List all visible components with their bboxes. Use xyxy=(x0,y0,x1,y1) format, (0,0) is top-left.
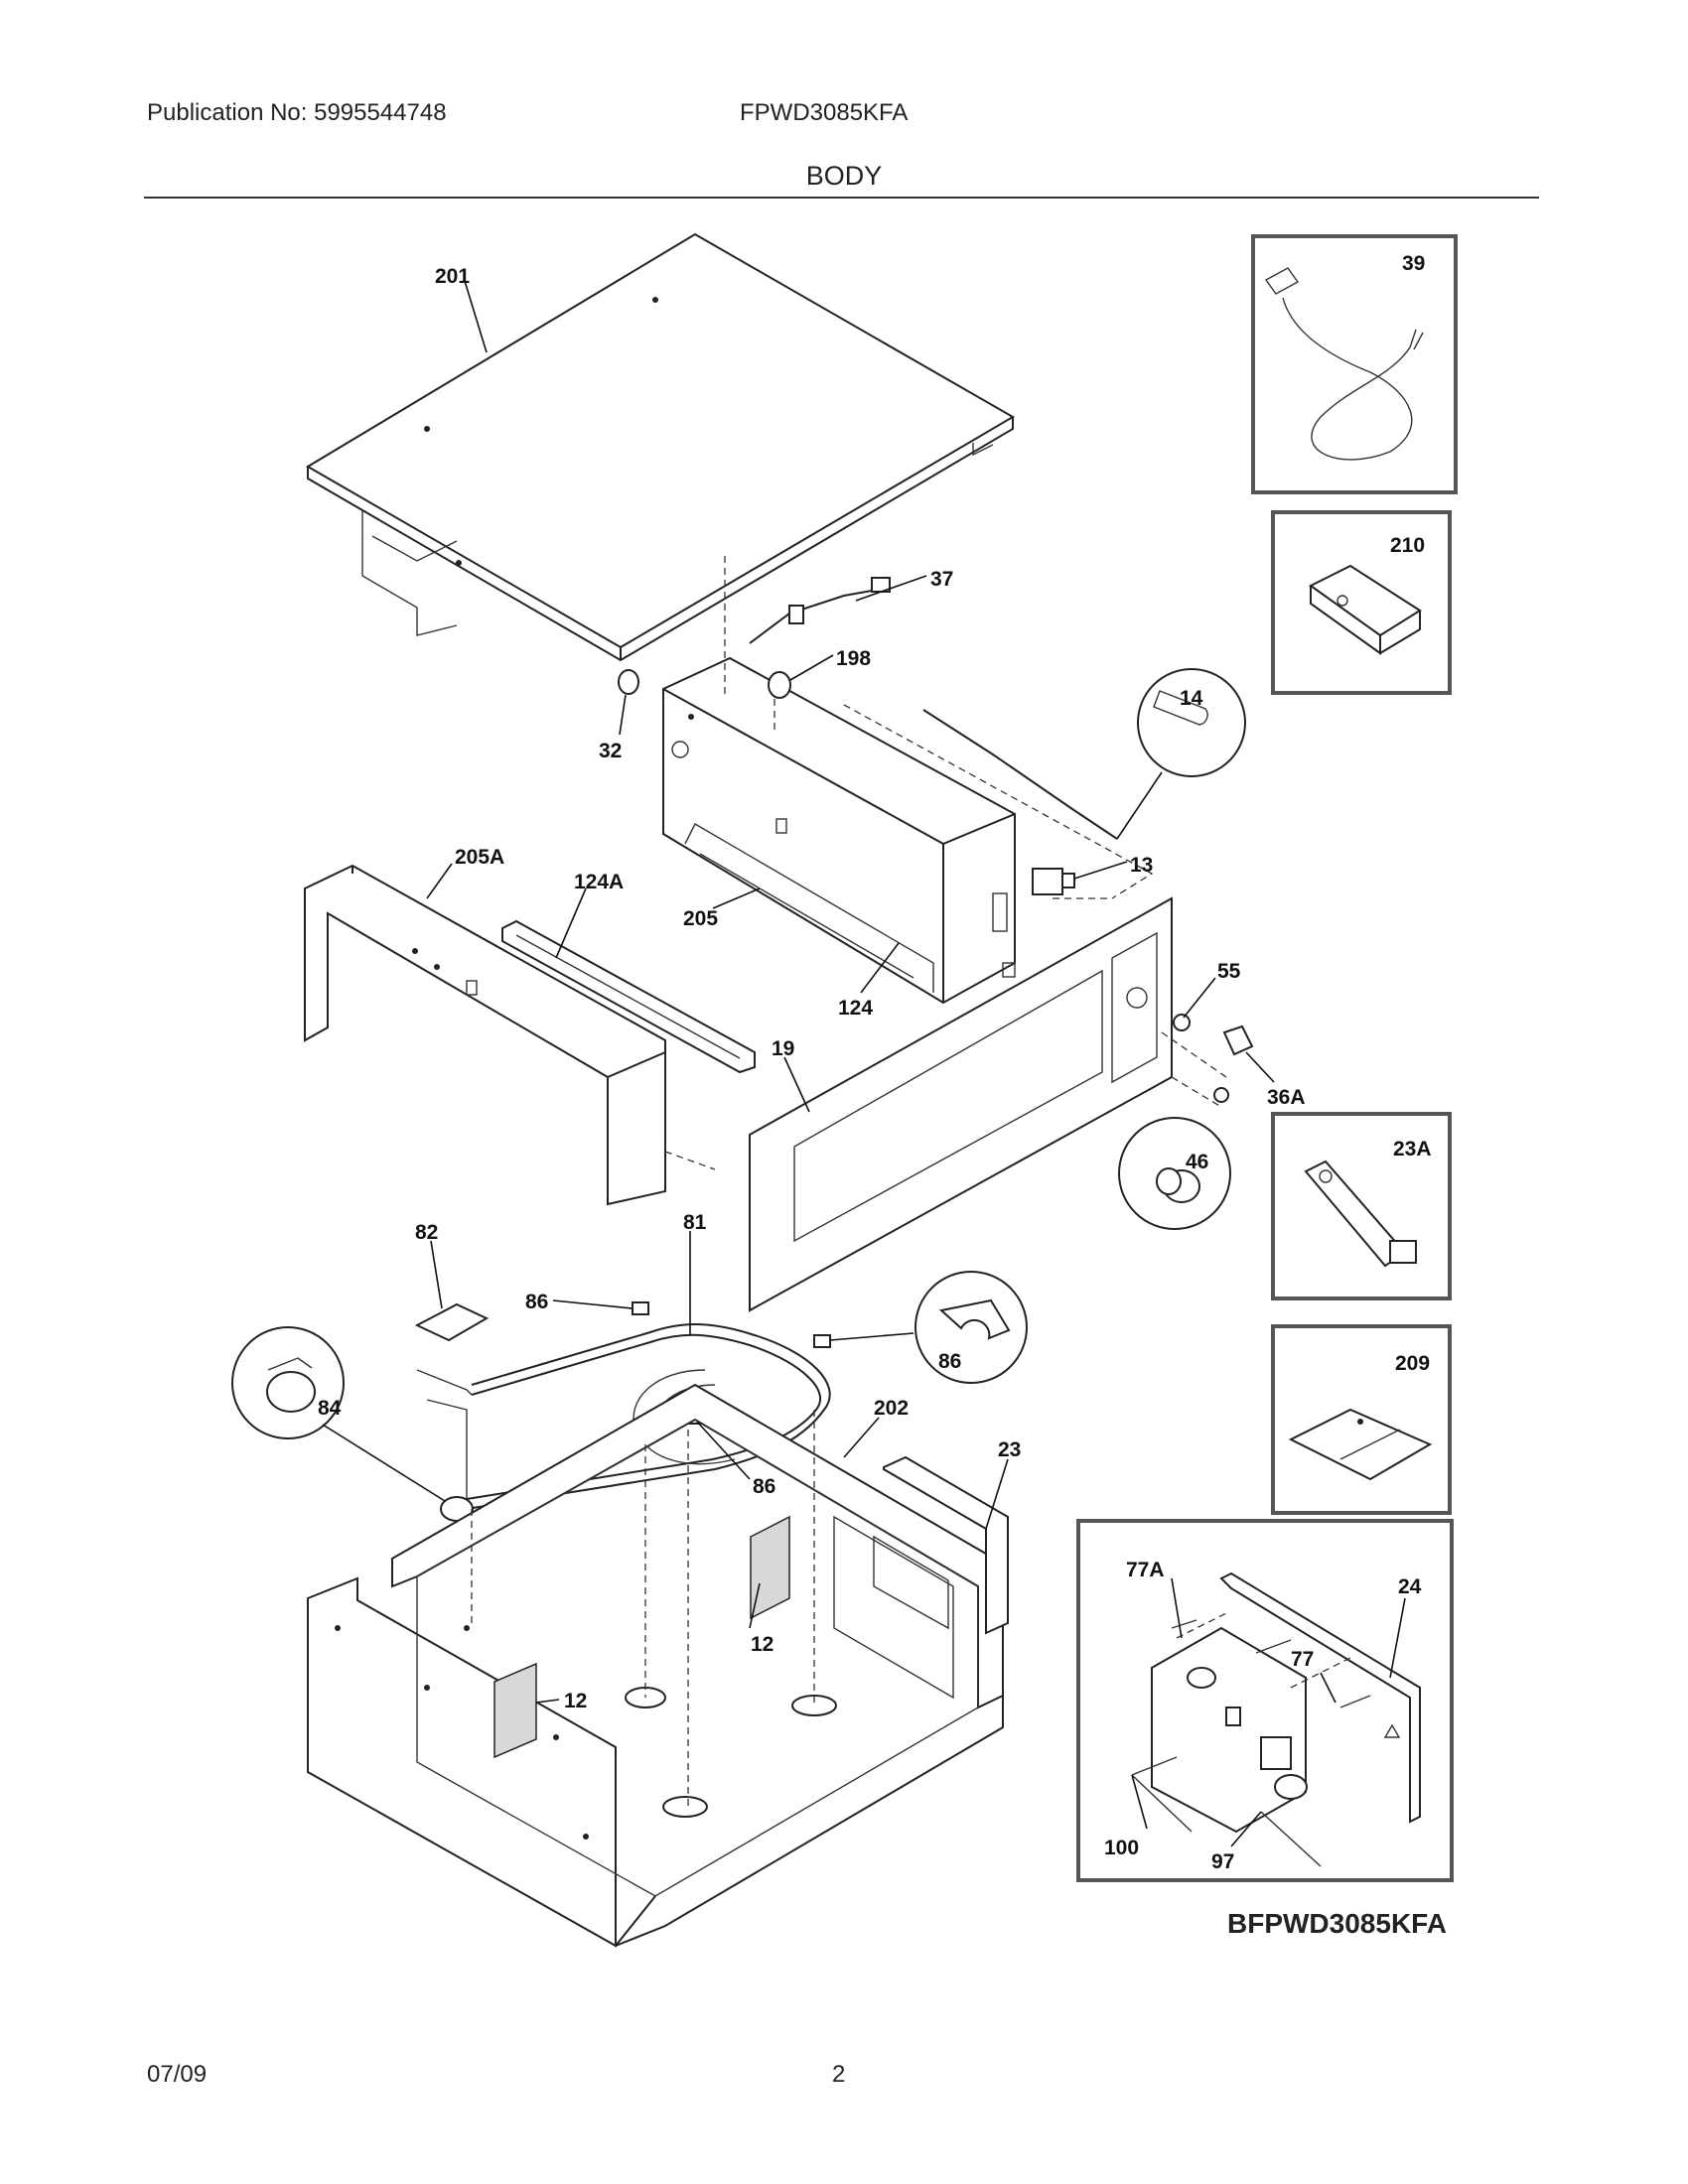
callout-36A: 36A xyxy=(1267,1086,1306,1109)
detail-circle-86 xyxy=(914,1271,1028,1384)
callout-37: 37 xyxy=(930,568,953,591)
callout-19: 19 xyxy=(772,1037,794,1060)
clip-part-86b xyxy=(813,1334,831,1348)
callout-24: 24 xyxy=(1398,1575,1422,1598)
power-cord-inset xyxy=(1251,234,1458,494)
callout-198: 198 xyxy=(836,647,871,670)
callout-124: 124 xyxy=(838,997,873,1020)
callout-32: 32 xyxy=(599,740,622,762)
probe-part-37 xyxy=(749,577,891,644)
body-shell-part xyxy=(307,1383,1004,1948)
callout-209: 209 xyxy=(1395,1352,1430,1375)
callout-205A: 205A xyxy=(455,846,504,869)
publication-number: Publication No: 5995544748 xyxy=(147,99,447,126)
callout-12-right: 12 xyxy=(751,1633,774,1656)
rear-panel-part xyxy=(304,864,666,1206)
diagram-code: BFPWD3085KFA xyxy=(1227,1908,1447,1939)
callout-202: 202 xyxy=(874,1397,909,1420)
callout-77A: 77A xyxy=(1126,1559,1165,1581)
bracket-inset-210 xyxy=(1271,510,1452,695)
callout-210: 210 xyxy=(1390,534,1425,557)
callout-86-top: 86 xyxy=(525,1291,548,1313)
grommet-part-198 xyxy=(768,671,791,699)
page-number: 2 xyxy=(832,2061,846,2088)
bracket-part-82 xyxy=(414,1302,490,1342)
thermostat-part-84 xyxy=(231,1326,474,1522)
callout-124A: 124A xyxy=(574,871,624,893)
footer-date: 07/09 xyxy=(147,2061,208,2088)
bracket-inset-209 xyxy=(1271,1324,1452,1515)
callout-84: 84 xyxy=(318,1397,342,1420)
bumper-part-46 xyxy=(1213,1087,1229,1103)
callout-12-left: 12 xyxy=(564,1690,587,1712)
header-rule xyxy=(144,197,1539,199)
callout-100: 100 xyxy=(1104,1837,1139,1859)
control-housing-part xyxy=(662,656,1016,1005)
callout-86-detail: 86 xyxy=(938,1350,961,1373)
top-cover-part xyxy=(306,232,1015,662)
callout-77: 77 xyxy=(1291,1648,1314,1671)
callout-97: 97 xyxy=(1211,1850,1234,1873)
callout-81: 81 xyxy=(683,1211,707,1234)
clip-part-86a xyxy=(632,1301,649,1315)
detail-circle-14 xyxy=(1116,668,1246,840)
callout-labels: 201 39 210 37 198 32 14 205A 124A 205 13… xyxy=(318,252,1432,1873)
knob-part-36A xyxy=(1222,1024,1254,1056)
insulation-part-12a xyxy=(493,1662,537,1759)
callout-46: 46 xyxy=(1186,1151,1208,1173)
callout-55: 55 xyxy=(1217,960,1241,983)
callout-23A: 23A xyxy=(1393,1138,1432,1160)
insulation-part-12b xyxy=(750,1515,790,1620)
nut-part-55 xyxy=(1173,1014,1191,1031)
section-title: BODY xyxy=(805,161,883,191)
model-number: FPWD3085KFA xyxy=(740,99,909,126)
switch-part-13 xyxy=(1032,868,1075,895)
callout-201: 201 xyxy=(435,265,470,288)
callout-86-lower: 86 xyxy=(753,1475,775,1498)
harness-part-14 xyxy=(922,709,1118,840)
callout-leaders xyxy=(426,280,1406,1847)
bracket-inset-23A xyxy=(1271,1112,1452,1300)
callout-39: 39 xyxy=(1402,252,1425,275)
callout-205: 205 xyxy=(683,907,718,930)
cover-panel-part-23 xyxy=(883,1455,1009,1635)
callout-13: 13 xyxy=(1130,854,1153,877)
grommet-part-32 xyxy=(618,669,639,695)
callout-23: 23 xyxy=(998,1438,1021,1461)
rail-part-124A xyxy=(501,919,756,1074)
callout-14: 14 xyxy=(1180,687,1203,710)
control-board-inset xyxy=(1076,1519,1454,1882)
detail-circle-46 xyxy=(1118,1117,1231,1230)
callout-82: 82 xyxy=(415,1221,438,1244)
